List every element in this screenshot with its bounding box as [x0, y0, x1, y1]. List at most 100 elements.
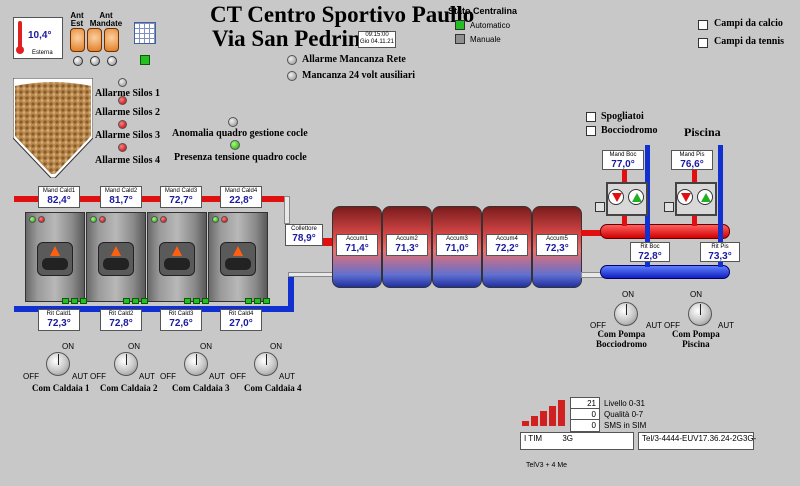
antifreeze-gauge-icon	[104, 28, 119, 52]
page-title: CT Centro Sportivo Paullo	[210, 2, 475, 27]
pompa-bocciodromo-selector-knob[interactable]	[614, 302, 638, 326]
collettore-label: Collettore	[291, 226, 317, 232]
antifreeze-gauge-icon	[87, 28, 102, 52]
caldaia-1-selector-knob[interactable]	[46, 352, 70, 376]
accum-1-label: Accum1	[346, 236, 368, 242]
rit-cald-2-value: 72,8°	[109, 318, 133, 329]
ant-radio-3[interactable]	[107, 56, 117, 66]
manuale-checkbox[interactable]	[455, 34, 465, 44]
calendar-status-led	[140, 55, 150, 65]
outdoor-temp-caption: Esterna	[32, 50, 53, 56]
allarme-rete-label: Allarme Mancanza Rete	[302, 54, 406, 65]
rit-boc-label: Rit Boc	[640, 244, 660, 250]
modem-info-box: Tel/3-4444-EUV17.36.24-2G3G-	[638, 432, 756, 450]
mand-cald-2-value: 81,7°	[109, 195, 133, 206]
bocciodromo-checkbox[interactable]	[586, 126, 596, 136]
presenza-cocle-led	[230, 140, 240, 150]
sw2-aut: AUT	[139, 372, 155, 381]
ant-radio-2[interactable]	[90, 56, 100, 66]
boiler-3-alarm-led	[160, 216, 167, 223]
mand-cald-1-label: Mand Cald1	[42, 188, 76, 194]
mand-cald-2-label: Mand Cald2	[104, 188, 138, 194]
mand-cald-3-label: Mand Cald3	[164, 188, 198, 194]
silos-4-led	[118, 143, 127, 152]
campi-calcio-checkbox[interactable]	[698, 20, 708, 30]
manuale-label: Manuale	[470, 35, 501, 44]
campi-tennis-checkbox[interactable]	[698, 38, 708, 48]
thermometer-icon	[18, 21, 22, 49]
caldaia-3-selector-knob[interactable]	[184, 352, 208, 376]
automatico-checkbox[interactable]	[455, 20, 465, 30]
caldaia-4-selector-knob[interactable]	[254, 352, 278, 376]
mand-boc-label: Mand Boc	[609, 152, 637, 158]
silos-4-label: Allarme Silos 4	[95, 155, 160, 166]
mandata-header-pipe	[14, 196, 289, 202]
allarme-24v-led	[287, 71, 297, 81]
pompa-piscina-selector-knob[interactable]	[688, 302, 712, 326]
boiler-3-output-led	[184, 298, 191, 304]
utility-ritorno-manifold	[600, 265, 730, 279]
ant-mandate-label: Ant Mandate	[89, 11, 123, 28]
com-caldaia-1-label: Com Caldaia 1	[32, 383, 90, 393]
stato-centralina-title: Stato Centralina	[448, 6, 518, 16]
rit-boc-value: 72,8°	[638, 251, 662, 262]
mand-cald-4-label: Mand Cald4	[224, 188, 258, 194]
pump-boc-select[interactable]	[595, 202, 605, 212]
rit-cald-2-label: Rit Cald2	[108, 311, 134, 317]
rit-pis-value: 73,3°	[708, 251, 732, 262]
silos-2-led	[118, 96, 127, 105]
allarme-rete-led	[287, 55, 297, 65]
signal-bar	[522, 421, 529, 426]
presenza-cocle-label: Presenza tensione quadro cocle	[174, 152, 307, 163]
silos-3-label: Allarme Silos 3	[95, 130, 160, 141]
network-type: 3G	[562, 434, 573, 443]
swp-off: OFF	[664, 321, 680, 330]
rit-cald-1-value: 72,3°	[47, 318, 71, 329]
boiler-4-alarm-led	[221, 216, 228, 223]
operator-box: I TIM 3G	[520, 432, 634, 450]
clock-display: 09:15:00 Gio 04.11.21	[358, 31, 396, 48]
caldaia-2-selector-knob[interactable]	[114, 352, 138, 376]
rit-pis-label: Rit Pis	[711, 244, 729, 250]
silos-1-led	[118, 78, 127, 87]
boiler-3-output-led	[202, 298, 209, 304]
burner-motor-icon	[225, 258, 251, 270]
accum-5-value: 72,3°	[545, 243, 569, 254]
ant-radio-1[interactable]	[73, 56, 83, 66]
sms-value: 0	[570, 419, 600, 432]
clock-date: Gio 04.11.21	[360, 39, 394, 45]
swb-aut: AUT	[646, 321, 662, 330]
boiler-1-output-led	[80, 298, 87, 304]
pump-pis-select[interactable]	[664, 202, 674, 212]
silos-1-label: Allarme Silos 1	[95, 88, 160, 99]
accum-3-value: 71,0°	[445, 243, 469, 254]
accum-4-value: 72,2°	[495, 243, 519, 254]
boiler-4-output-led	[254, 298, 261, 304]
clock-time: 09:15:00	[365, 32, 389, 38]
accum-3-label: Accum3	[446, 236, 468, 242]
utility-mandata-pipe	[581, 230, 601, 236]
calendar-icon[interactable]	[134, 22, 156, 44]
sms-label: SMS in SIM	[604, 421, 647, 430]
outdoor-temp-value: 10,4°	[28, 30, 52, 41]
signal-strength-icon	[522, 398, 566, 426]
anomalia-cocle-led	[228, 117, 238, 127]
rit-cald-3-value: 72,6°	[169, 318, 193, 329]
flame-icon	[50, 246, 60, 256]
flame-icon	[111, 246, 121, 256]
accum-4-label: Accum4	[496, 236, 518, 242]
swp-aut: AUT	[718, 321, 734, 330]
com-pompa-piscina-label: Com Pompa Piscina	[672, 329, 720, 349]
burner-motor-icon	[42, 258, 68, 270]
sw4-aut: AUT	[279, 372, 295, 381]
spogliatoi-checkbox[interactable]	[586, 112, 596, 122]
accum-2-value: 71,3°	[395, 243, 419, 254]
